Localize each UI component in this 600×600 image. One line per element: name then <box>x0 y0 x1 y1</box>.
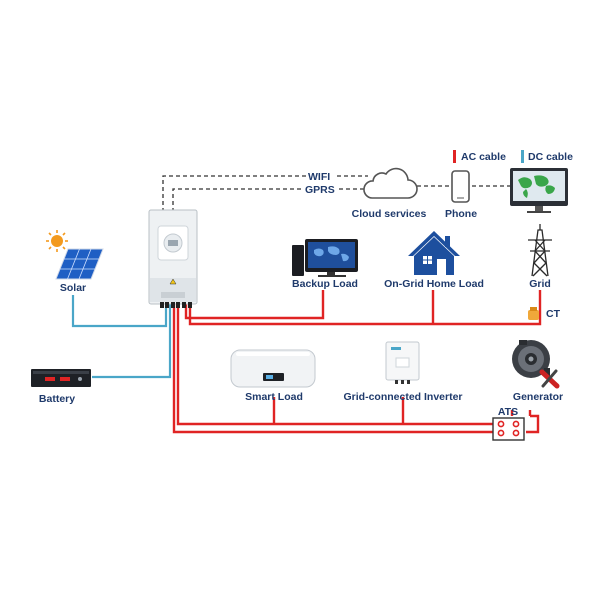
ac-cable-generator <box>510 410 540 434</box>
comm-lines <box>162 175 510 212</box>
grid-inverter-icon <box>385 341 420 384</box>
solar-panel-icon <box>55 248 104 280</box>
grid-label: Grid <box>529 278 551 290</box>
link-labels: WIFI GPRS <box>303 169 339 196</box>
dc-cable-solar <box>71 295 168 328</box>
battery-label: Battery <box>39 393 75 405</box>
ct-clamp-icon <box>528 307 539 320</box>
water-heater-icon <box>230 349 316 388</box>
ac-cable-grid <box>188 290 542 326</box>
house-icon <box>408 231 460 275</box>
battery-icon <box>31 369 91 387</box>
solar-label: Solar <box>60 282 86 294</box>
smart-load-label: Smart Load <box>245 391 303 403</box>
home-load-label: On-Grid Home Load <box>384 278 484 290</box>
computer-icon <box>292 239 358 277</box>
ac-cable-backup <box>184 290 325 320</box>
legend: AC cable DC cable <box>453 150 573 163</box>
ats-switch-icon <box>492 417 525 441</box>
ct-label: CT <box>546 308 561 320</box>
monitor-icon <box>510 168 568 213</box>
phone-icon <box>451 170 470 203</box>
hybrid-inverter-icon <box>148 209 198 308</box>
gprs-label: GPRS <box>305 184 335 196</box>
generator-icon <box>512 340 560 389</box>
backup-load-label: Backup Load <box>292 278 358 290</box>
ac-cable-label: AC cable <box>461 151 506 163</box>
sun-icon <box>46 230 68 252</box>
grid-inverter-label: Grid-connected Inverter <box>343 391 462 403</box>
wifi-line <box>162 175 368 212</box>
dc-cable-battery <box>92 303 172 379</box>
phone-label: Phone <box>445 208 477 220</box>
dc-cable-label: DC cable <box>528 151 573 163</box>
generator-label: Generator <box>513 391 563 403</box>
ac-cable-smart-load <box>176 303 498 426</box>
dc-cable-swatch <box>521 150 524 163</box>
dc-cables <box>71 295 172 379</box>
power-tower-icon <box>528 224 552 277</box>
ats-label: ATS <box>498 406 518 418</box>
ac-cables <box>172 290 542 434</box>
wifi-label: WIFI <box>308 171 330 183</box>
ac-cable-generator-in <box>172 303 498 434</box>
gprs-line <box>172 188 368 212</box>
ac-cable-swatch <box>453 150 456 163</box>
cloud-icon <box>363 167 418 199</box>
cloud-services-label: Cloud services <box>352 208 427 220</box>
